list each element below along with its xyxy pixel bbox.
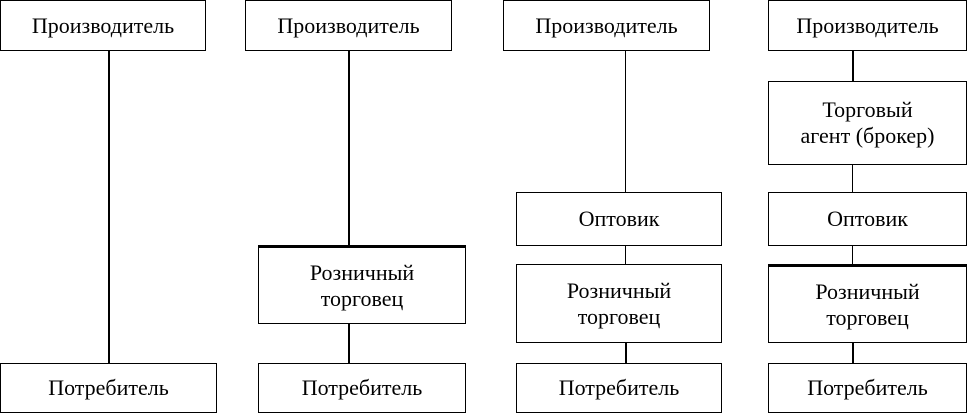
- wholesaler-box: Оптовик: [516, 192, 722, 246]
- connector-line: [852, 164, 853, 193]
- retailer-box: Розничный торговец: [258, 245, 466, 324]
- consumer-box: Потребитель: [768, 363, 967, 413]
- agent-box: Торговый агент (брокер): [768, 81, 967, 165]
- producer-box: Производитель: [768, 0, 967, 51]
- producer-box: Производитель: [245, 0, 452, 51]
- consumer-box: Потребитель: [0, 363, 217, 413]
- consumer-box: Потребитель: [516, 363, 722, 413]
- connector-line: [852, 50, 854, 82]
- connector-line: [852, 342, 854, 364]
- connector-line: [625, 245, 626, 265]
- connector-line: [852, 245, 853, 265]
- consumer-box: Потребитель: [258, 363, 466, 413]
- connector-line: [625, 342, 627, 364]
- producer-box: Производитель: [0, 0, 206, 51]
- retailer-box: Розничный торговец: [516, 264, 722, 343]
- producer-box: Производитель: [503, 0, 710, 51]
- connector-line: [108, 50, 110, 364]
- connector-line: [625, 50, 626, 193]
- connector-line: [348, 50, 350, 246]
- wholesaler-box: Оптовик: [768, 192, 967, 246]
- retailer-box: Розничный торговец: [768, 264, 967, 343]
- connector-line: [348, 323, 350, 364]
